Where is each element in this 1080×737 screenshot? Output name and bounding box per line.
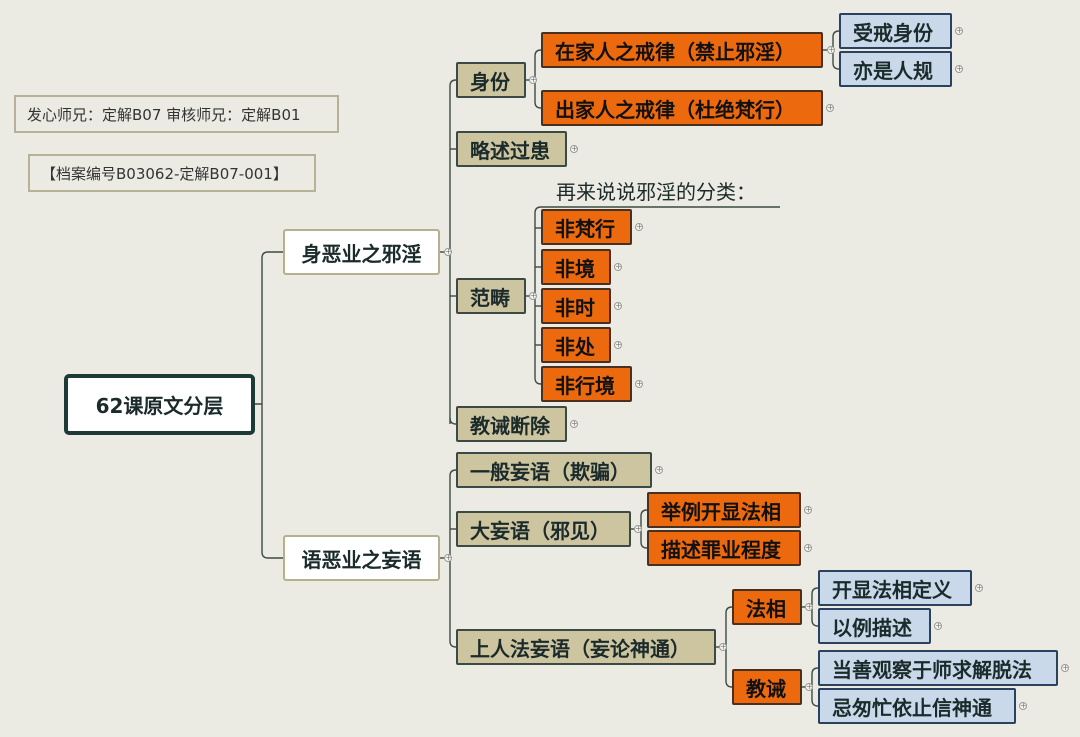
category-node[interactable]: 范畴 — [456, 278, 526, 314]
body-misconduct-node[interactable]: 身恶业之邪淫 — [283, 229, 440, 275]
expand-icon[interactable]: + — [827, 45, 835, 54]
expand-icon[interactable]: + — [444, 247, 452, 256]
superhuman-lie-node[interactable]: 上人法妄语（妄论神通） — [456, 629, 716, 665]
general-lie-node[interactable]: 一般妄语（欺骗） — [456, 452, 652, 488]
expand-icon[interactable]: + — [635, 222, 643, 231]
expand-icon[interactable]: + — [955, 26, 963, 35]
expand-icon[interactable]: + — [955, 64, 963, 73]
avoid-hasty-reliance-node[interactable]: 忌匆忙依止信神通 — [818, 688, 1016, 724]
expand-icon[interactable]: + — [719, 642, 727, 651]
expand-icon[interactable]: + — [655, 465, 663, 474]
expand-icon[interactable]: + — [614, 301, 622, 310]
expand-icon[interactable]: + — [570, 144, 578, 153]
category-intro-text: 再来说说邪淫的分类： — [556, 180, 756, 204]
expand-icon[interactable]: + — [444, 553, 452, 562]
expand-icon[interactable]: + — [570, 419, 578, 428]
describe-example-node[interactable]: 以例描述 — [818, 608, 931, 644]
human-rule-node[interactable]: 亦是人规 — [839, 51, 952, 87]
category-item-non-place[interactable]: 非处 — [541, 327, 611, 363]
speech-misconduct-node[interactable]: 语恶业之妄语 — [283, 535, 440, 581]
category-item-non-conduct-realm[interactable]: 非行境 — [541, 366, 632, 402]
expand-icon[interactable]: + — [529, 291, 537, 300]
root-node[interactable]: 62课原文分层 — [64, 374, 255, 435]
archive-number-box: 【档案编号B03062-定解B07-001】 — [28, 154, 316, 192]
expand-icon[interactable]: + — [634, 524, 642, 533]
admonish-node[interactable]: 教诫 — [732, 669, 802, 705]
receive-precept-node[interactable]: 受戒身份 — [839, 13, 952, 49]
great-lie-example-node[interactable]: 举例开显法相 — [647, 492, 801, 528]
dharma-aspect-node[interactable]: 法相 — [732, 589, 802, 625]
expand-icon[interactable]: + — [1019, 701, 1027, 710]
monastic-precept-node[interactable]: 出家人之戒律（杜绝梵行） — [541, 90, 823, 126]
faults-node[interactable]: 略述过患 — [456, 131, 567, 167]
great-lie-node[interactable]: 大妄语（邪见） — [456, 511, 631, 547]
category-item-non-object[interactable]: 非境 — [541, 249, 611, 285]
expand-icon[interactable]: + — [934, 621, 942, 630]
great-lie-degree-node[interactable]: 描述罪业程度 — [647, 530, 801, 566]
expand-icon[interactable]: + — [804, 543, 812, 552]
category-item-non-pure-conduct[interactable]: 非梵行 — [541, 209, 632, 245]
expand-icon[interactable]: + — [805, 682, 813, 691]
identity-node[interactable]: 身份 — [456, 62, 526, 98]
expand-icon[interactable]: + — [804, 505, 812, 514]
authors-box: 发心师兄：定解B07 审核师兄：定解B01 — [14, 95, 339, 133]
cutoff-node[interactable]: 教诫断除 — [456, 406, 567, 442]
layperson-precept-node[interactable]: 在家人之戒律（禁止邪淫） — [541, 32, 823, 68]
expand-icon[interactable]: + — [975, 583, 983, 592]
expand-icon[interactable]: + — [635, 379, 643, 388]
category-item-non-time[interactable]: 非时 — [541, 288, 611, 324]
expand-icon[interactable]: + — [1061, 663, 1069, 672]
expand-icon[interactable]: + — [805, 602, 813, 611]
expand-icon[interactable]: + — [614, 340, 622, 349]
expand-icon[interactable]: + — [529, 75, 537, 84]
define-aspect-node[interactable]: 开显法相定义 — [818, 570, 972, 606]
observe-teacher-node[interactable]: 当善观察于师求解脱法 — [818, 650, 1058, 686]
expand-icon[interactable]: + — [826, 103, 834, 112]
expand-icon[interactable]: + — [614, 262, 622, 271]
